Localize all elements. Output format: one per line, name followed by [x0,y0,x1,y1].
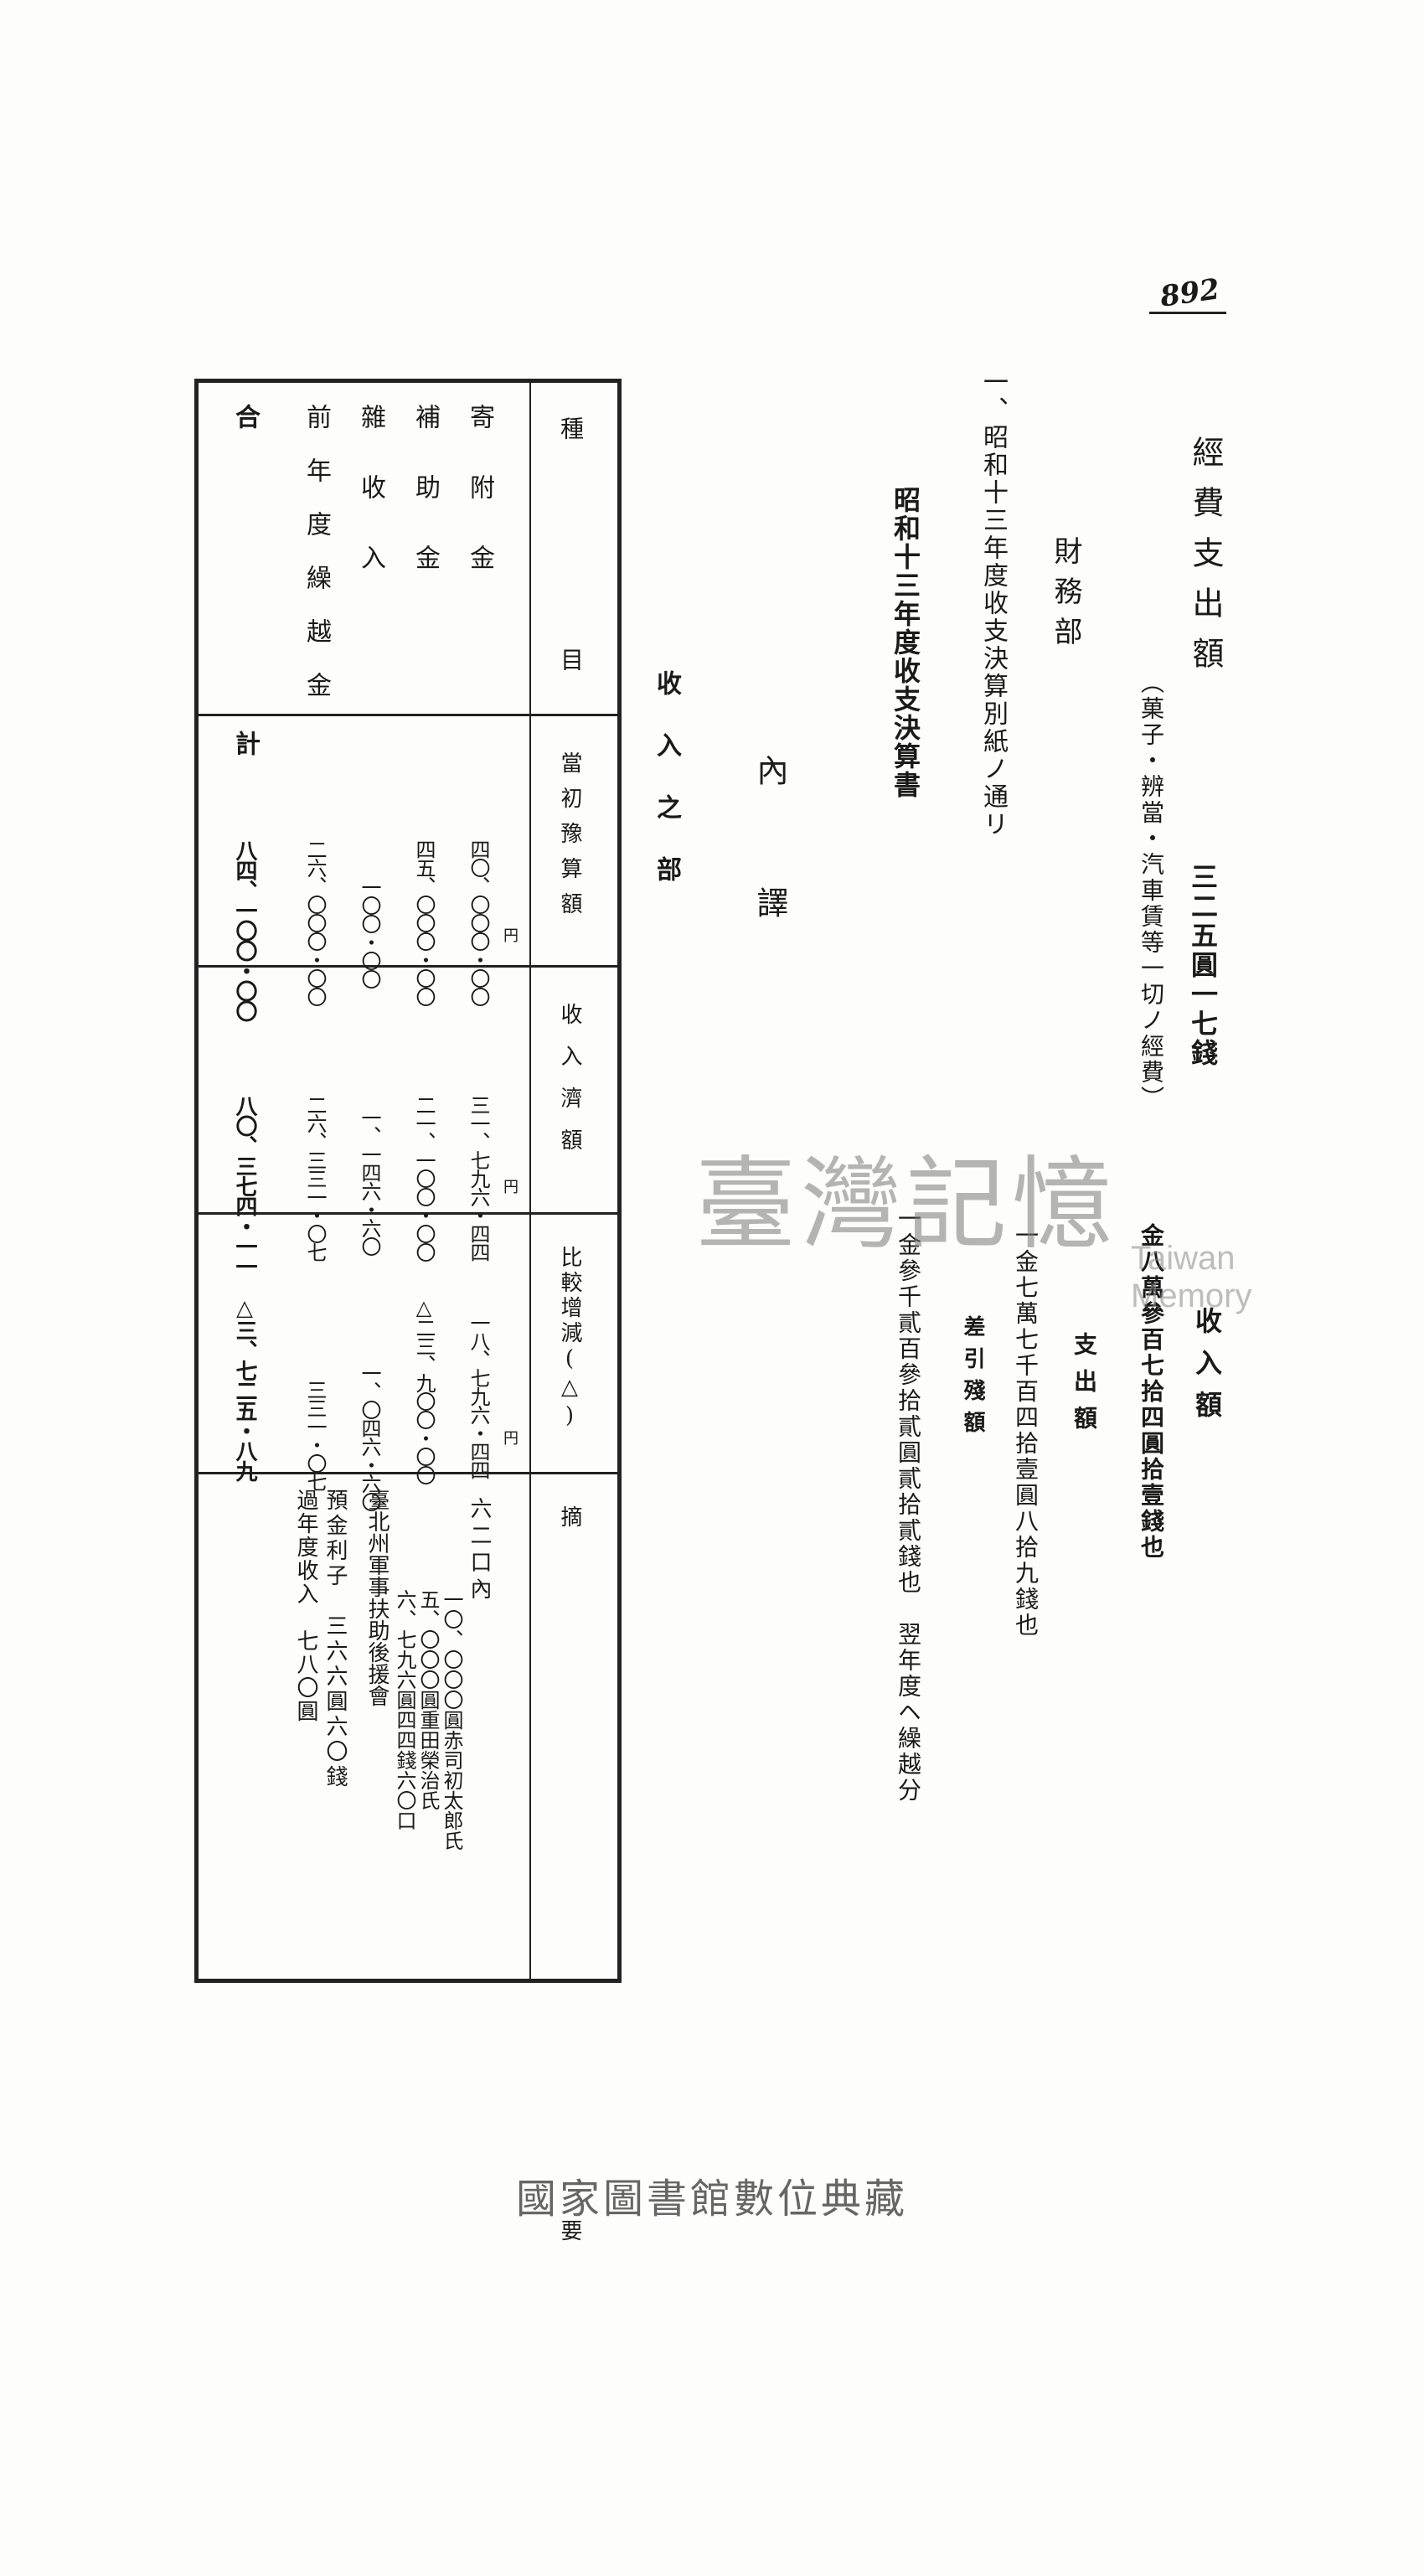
remark-line: 五、〇〇〇圓重田榮治氏 [416,1589,440,1810]
row-category: 前年度繰越金 [302,404,331,725]
row-category-total: 合 計 [230,404,260,839]
header-remark: 摘 要 [557,1505,582,2576]
footer-library: 國家圖書館數位典藏 [515,2176,908,2222]
unit-marker: 円 [501,1430,519,1445]
remark-line: 臺北州軍事扶助後援會 [364,1489,390,1706]
item-intro: 一、昭和十三年度收支決算別紙ノ通リ [978,369,1008,839]
table-rule [199,714,617,716]
breakdown-title: 內譯 [751,754,788,1019]
table-rule [199,1472,617,1474]
header-diff: 比較增減(△) [557,1246,582,1432]
watermark: 臺灣記憶 Taiwan Memory [695,1123,1251,1314]
expense-value: 一金七萬七千百四拾壹圓八拾九錢也 [1012,1223,1040,1639]
row-received: 二一、一〇〇・〇〇 [412,1095,436,1261]
row-budget-total: 八四、一〇〇・〇〇 [232,839,257,1020]
income-table: 種 目 當初豫算額 收入濟額 比較增減(△) 摘 要 円 円 円 寄附金 補助金… [194,379,622,2576]
expense-amount: 三二五圓一七錢 [1187,863,1219,1068]
row-diff: 一八、七九六・四四 [467,1313,490,1479]
section-title: 收入之部 [652,670,681,918]
row-diff: 一、〇四六・六〇 [358,1363,381,1510]
finance-dept: 財務部 [1049,536,1082,657]
row-budget: 一〇〇・〇〇 [358,877,381,988]
page-number-rule [1149,312,1226,314]
row-budget: 四五、〇〇〇・〇〇 [412,839,436,1005]
row-received: 一、一四六・六〇 [358,1107,381,1255]
row-diff-total: △三、七二五・八九 [232,1296,257,1480]
header-budget: 當初豫算額 [557,751,582,927]
page-number: 892 [1158,272,1222,314]
remark-line: 六二口內 [467,1497,492,1604]
table-rule [199,965,617,968]
remark-line: 預金利子 三六六圓六〇錢 [322,1489,348,1790]
row-diff: △二三、九〇〇・〇〇 [412,1296,436,1484]
row-received-total: 八〇、三七四・一一 [232,1095,257,1276]
watermark-en: Taiwan Memory [1131,1240,1252,1314]
balance-label: 差引殘額 [960,1315,985,1443]
row-category: 雜收入 [356,404,385,615]
income-label: 收入額 [1191,1307,1223,1433]
remark-line: 一〇、〇〇〇圓赤司初太郎氏 [440,1589,463,1851]
row-received: 三一、七九六・四四 [467,1095,490,1261]
row-category: 補助金 [410,404,440,615]
row-received: 二六、三三一・〇七 [303,1095,327,1261]
remark-line: 六、七九六圓四四錢六〇口 [393,1589,416,1830]
header-received: 收入濟額 [557,1003,582,1170]
balance-value: 一金參千貳百參拾貳圓貳拾貳錢也 翌年度ヘ繰越分 [895,1206,922,1804]
header-divider [529,383,531,1979]
row-category: 寄附金 [465,404,494,615]
remark-line: 過年度收入 七八〇圓 [293,1489,318,1723]
watermark-cn: 臺灣記憶 [695,1147,1117,1263]
expense-note: （菓子・辨當・汽車賃等一切ノ經費） [1138,670,1165,1112]
table-rule [199,1212,617,1215]
unit-marker: 円 [501,927,519,942]
row-budget: 二六、〇〇〇・〇〇 [303,839,327,1005]
income-value: 金八萬參百七拾四圓拾壹錢也 [1138,1223,1165,1561]
unit-marker: 円 [501,1179,519,1194]
row-diff: 三三一・〇七 [303,1380,327,1490]
header-category: 種 目 [557,416,585,763]
expense-label: 支出額 [1071,1332,1098,1443]
row-budget: 四〇、〇〇〇・〇〇 [467,839,490,1005]
expense-title: 經費支出額 [1187,436,1224,687]
ledger-title: 昭和十三年度收支決算書 [890,486,921,799]
